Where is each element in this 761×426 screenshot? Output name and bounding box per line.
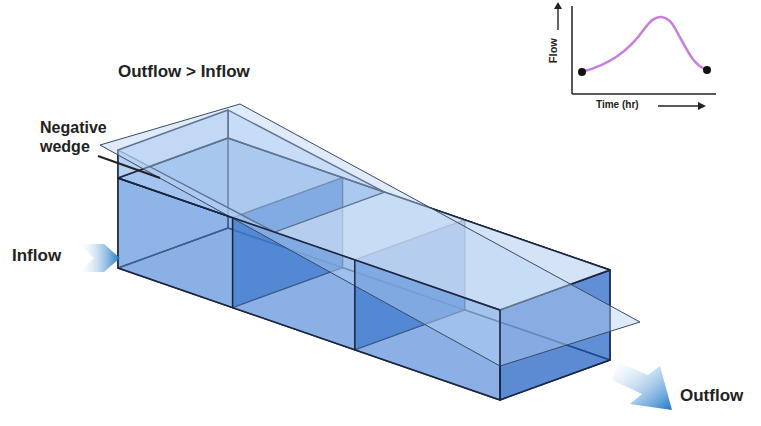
water-surface bbox=[100, 104, 640, 366]
heading-note: Outflow > Inflow bbox=[118, 62, 250, 82]
outflow-label: Outflow bbox=[680, 386, 743, 406]
axis-label: Time (hr) bbox=[596, 99, 639, 111]
prism-edge bbox=[354, 260, 355, 350]
prism-edge bbox=[232, 218, 233, 308]
leader-line bbox=[98, 156, 160, 178]
axis-label: Flow bbox=[547, 38, 560, 63]
prism-edge bbox=[118, 178, 500, 400]
outflow-arrow bbox=[612, 362, 672, 410]
inflow-arrow bbox=[80, 244, 120, 272]
hydrograph-inset bbox=[554, 2, 716, 110]
inflow-label: Inflow bbox=[12, 246, 61, 266]
wedge-label: Negative wedge bbox=[40, 118, 118, 156]
